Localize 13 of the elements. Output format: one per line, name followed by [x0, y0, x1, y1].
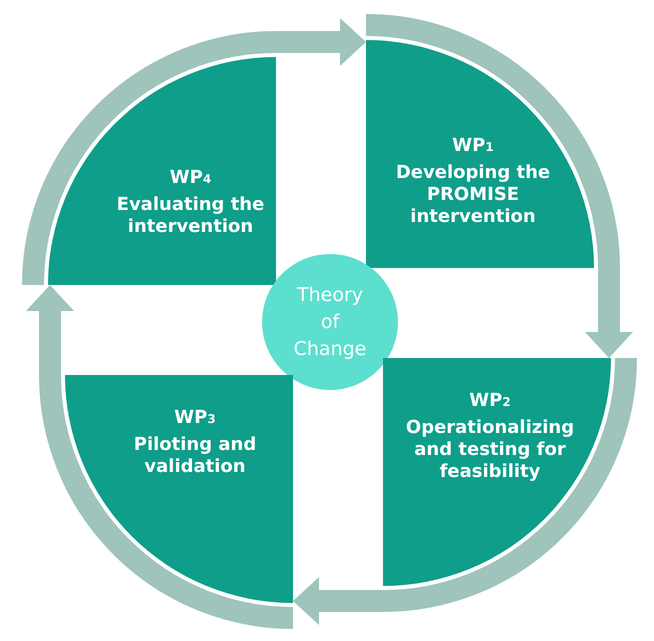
curved-arrow	[293, 357, 637, 625]
curved-arrow	[26, 285, 294, 629]
quadrant-segment	[65, 375, 293, 603]
work-package-title: Developing the PROMISE intervention	[394, 162, 552, 228]
center-label: Theory of Change	[292, 283, 368, 362]
work-package-title: Piloting and validation	[132, 434, 258, 478]
work-package-title: Operationalizing and testing for feasibility	[404, 417, 576, 483]
quadrant-segment	[48, 57, 276, 285]
quadrant-segment	[383, 358, 611, 586]
curved-arrow	[365, 14, 633, 358]
work-package-title: Evaluating the intervention	[116, 194, 266, 238]
curved-arrow	[22, 18, 366, 286]
quadrant-segment	[366, 40, 594, 268]
